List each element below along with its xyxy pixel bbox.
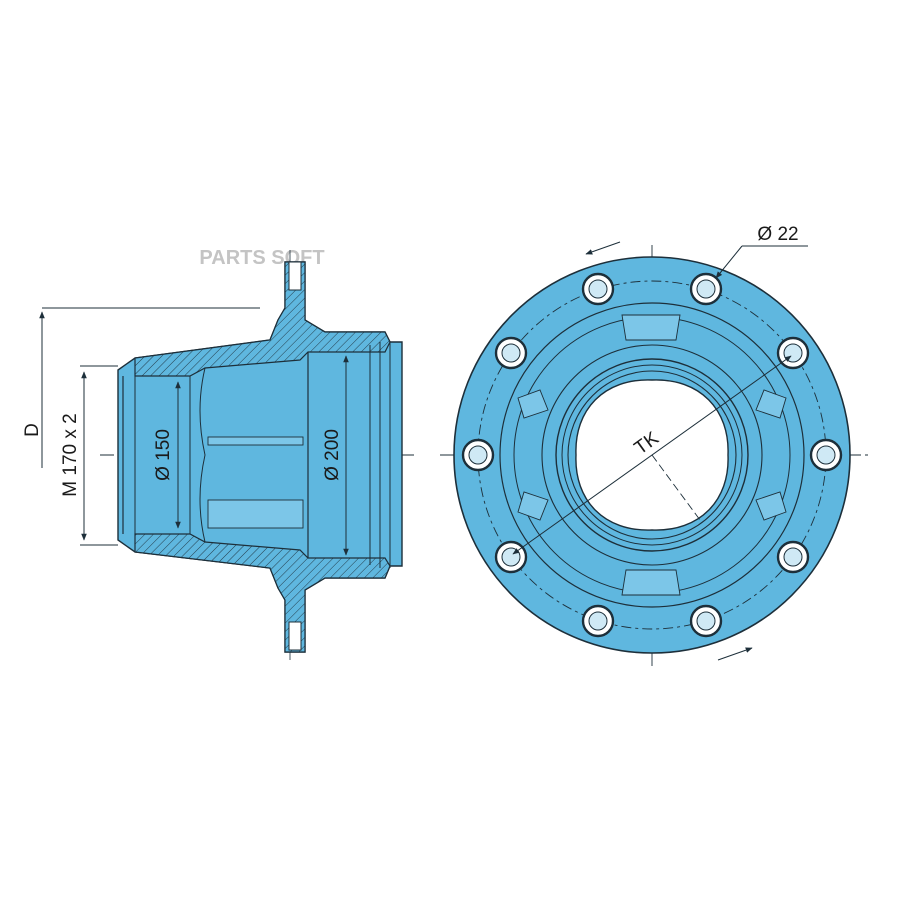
bolt-hole: [689, 272, 723, 306]
bolt-hole: [776, 540, 810, 574]
upper-section-wall: [134, 261, 391, 377]
side-section-view: D M 170 x 2 Ø 150 Ø 200: [22, 250, 418, 660]
dim-hole-label: Ø 22: [757, 224, 798, 245]
rib-top: [621, 314, 681, 341]
bolt-hole: [809, 438, 843, 472]
inner-contour: [199, 367, 206, 543]
rib-bottom: [621, 569, 681, 596]
dim-hole-arrow-top: [585, 241, 621, 255]
lower-section-wall: [134, 533, 391, 653]
watermark-text: PARTS SOFT: [199, 247, 324, 269]
dim-bore-large-label: Ø 200: [322, 429, 343, 481]
bolt-hole: [494, 540, 528, 574]
bolt-hole: [776, 336, 810, 370]
internal-window-lower: [207, 499, 304, 529]
dim-hole-leader: [715, 245, 743, 279]
dim-bore-small-label: Ø 150: [153, 429, 174, 481]
bolt-hole: [581, 604, 615, 638]
dim-pitch-axis: [651, 454, 701, 521]
bolt-hole: [494, 336, 528, 370]
bolt-hole: [461, 438, 495, 472]
bolt-hole: [581, 272, 615, 306]
dim-d-label: D: [22, 423, 43, 437]
lower-stud-slot: [288, 621, 302, 651]
internal-window-upper: [207, 436, 304, 446]
bolt-hole: [689, 604, 723, 638]
dim-thread-label: M 170 x 2: [60, 413, 81, 496]
front-view: TK Ø 22: [440, 224, 870, 668]
upper-stud-slot: [288, 261, 302, 291]
bolt-holes: [461, 272, 843, 638]
dim-hole-arrow-bottom: [717, 647, 753, 661]
